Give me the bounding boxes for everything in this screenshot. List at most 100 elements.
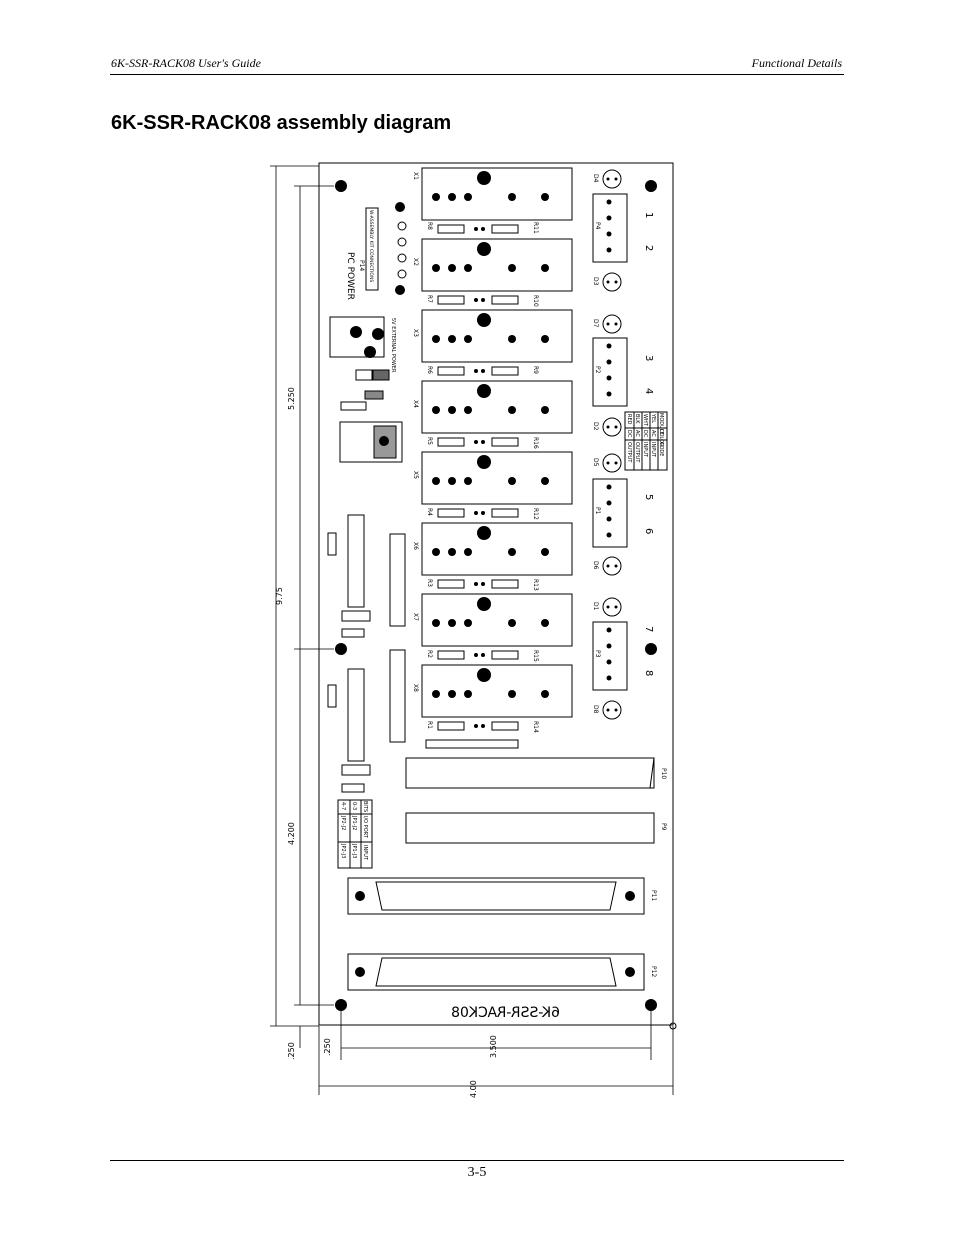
power-hole [395,285,405,295]
jumper-table-cell: 0-3 [351,802,357,810]
module-slot [421,380,573,434]
led-label: D5 [592,458,599,467]
resistor-label: R9 [532,366,539,374]
terminal-number: 2 [643,245,654,251]
regulator [339,421,403,463]
resistor-label: R12 [532,508,539,520]
led-label: D4 [592,174,599,183]
dimension-label: 4.00 [469,1080,478,1098]
jumper [341,764,371,776]
ext-power-connector [329,316,385,358]
connector-label: P12 [650,966,657,977]
header-left: 6K-SSR-RACK08 User's Guide [111,56,261,70]
resistor-pair [437,579,519,589]
jumper-table-cell: 4-7 [340,802,346,810]
jumper-table-cell: JP1-J3 [351,843,357,858]
module-table-cell: DC [626,430,632,438]
resistor-pair [437,721,519,731]
ic-socket [389,533,406,627]
dimension-label: .250 [287,1042,296,1060]
jumper [341,610,371,622]
dimension-label: 3.500 [489,1035,498,1058]
jumper-table-header: BITS [362,801,368,812]
module-color-table: MODULE COLOR CODE YEL AC INPUT WHT DC IN… [624,411,668,471]
led [602,556,622,576]
ext-power-pin [364,346,376,358]
resistor [327,532,337,556]
led-label: D6 [592,561,599,570]
module-table-cell: INPUT [650,442,656,458]
connector-label: P11 [650,890,657,901]
slot-label: X2 [412,258,419,266]
mounting-hole [645,180,657,192]
board-name: 6K-SSR-RACK08 [451,1005,560,1021]
resistor-label: R3 [426,579,433,587]
led [602,417,622,437]
module-table-cell: RED [626,414,632,425]
resistor-label: R8 [426,222,433,230]
connector-label: P9 [660,823,667,831]
resistor-label: R1 [426,721,433,729]
ic-socket [389,649,406,743]
module-slot [421,451,573,505]
resistor-pair [437,366,519,376]
resistor-pair [437,295,519,305]
power-pin [397,269,407,279]
diode [355,369,373,381]
jumper-table-cell: JP2-J3 [340,843,346,858]
page-number: 3-5 [467,1165,487,1180]
terminal-label: P2 [594,366,601,374]
slot-label: X3 [412,329,419,337]
jumper-table-cell: JP1-J2 [351,815,357,830]
board-outline [318,162,674,1026]
page-title: 6K-SSR-RACK08 assembly diagram [111,112,452,134]
resistor-label: R14 [532,721,539,733]
regulator-pin [379,436,389,446]
module-table-cell: BLK [634,414,640,424]
power-pin [397,221,407,231]
resistor [340,401,367,411]
resistor-label: R11 [532,222,539,234]
jumper-table-cell: JP2-J2 [340,815,346,830]
module-table-cell: OUTPUT [626,442,632,463]
terminal-number: 6 [643,528,654,534]
power-label: PC POWER [345,252,355,300]
power-jumper-box [365,207,379,291]
led-label: D8 [592,705,599,714]
dimension-label: .250 [323,1038,332,1056]
module-slot [421,167,573,221]
footer-rule [110,1160,844,1161]
mounting-hole [645,999,657,1011]
terminal-label: P1 [594,507,601,515]
jumper-table-header: INPUT [362,845,368,861]
module-slot [421,309,573,363]
resistor-pair [437,224,519,234]
module-slot [421,238,573,292]
dimension-lines [270,165,674,1095]
header-right: Functional Details [751,56,842,70]
led [602,453,622,473]
mounting-hole [645,643,657,655]
slot-label: X6 [412,542,419,550]
led [602,597,622,617]
terminal-number: 7 [643,626,654,632]
diode [372,369,390,381]
resistor-label: R4 [426,508,433,516]
module-slot [421,593,573,647]
ext-power-pin [350,326,362,338]
power-pin [397,253,407,263]
led-label: D3 [592,277,599,286]
slot-label: X4 [412,400,419,408]
module-table-header: MODULE [658,413,664,435]
mounting-hole [335,180,347,192]
module-table-cell: DC [642,430,648,438]
resistor-label: R10 [532,295,539,307]
led [602,272,622,292]
power-hole [395,202,405,212]
power-jumper-label: W-ASSEMBLY KIT CONNECTIONS [368,210,374,282]
terminal-number: 8 [643,670,654,676]
ext-power-pin [372,328,384,340]
module-table-cell: INPUT [642,442,648,458]
module-table-cell: AC [650,430,656,437]
terminal-block [592,621,628,691]
